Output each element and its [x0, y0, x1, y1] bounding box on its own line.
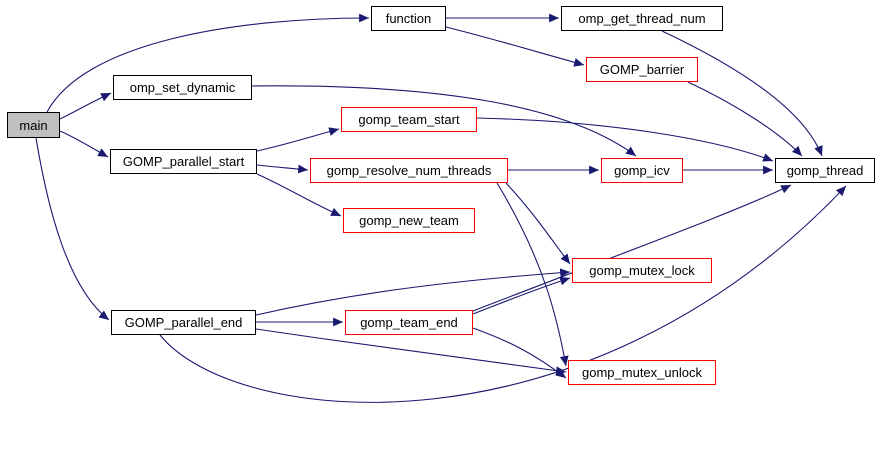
node-GOMP_parallel_start[interactable]: GOMP_parallel_start: [110, 149, 257, 174]
edge-GOMP_parallel_start--gomp_new_team: [256, 173, 342, 217]
node-omp_get_thread_num[interactable]: omp_get_thread_num: [561, 6, 723, 31]
edge-GOMP_parallel_end--gomp_mutex_lock: [255, 268, 571, 316]
edge-main--omp_set_dynamic: [59, 92, 112, 120]
node-gomp_team_end[interactable]: gomp_team_end: [345, 310, 473, 335]
node-gomp_mutex_unlock[interactable]: gomp_mutex_unlock: [568, 360, 716, 385]
node-main: main: [7, 112, 60, 138]
edge-GOMP_parallel_start--gomp_team_start: [256, 127, 340, 152]
node-gomp_thread[interactable]: gomp_thread: [775, 158, 875, 183]
edge-main--GOMP_parallel_start: [59, 130, 109, 158]
edge-gomp_team_start--gomp_thread: [476, 117, 774, 162]
node-GOMP_parallel_end[interactable]: GOMP_parallel_end: [111, 310, 256, 335]
node-omp_set_dynamic[interactable]: omp_set_dynamic: [113, 75, 252, 100]
node-gomp_mutex_lock[interactable]: gomp_mutex_lock: [572, 258, 712, 283]
edge-gomp_team_end--gomp_mutex_unlock: [472, 327, 567, 379]
edge-gomp_resolve_num_threads--gomp_mutex_lock: [505, 182, 571, 265]
node-function[interactable]: function: [371, 6, 446, 31]
node-gomp_resolve_num_threads[interactable]: gomp_resolve_num_threads: [310, 158, 508, 183]
edge-omp_set_dynamic--gomp_icv: [251, 85, 637, 157]
edge-omp_get_thread_num--gomp_thread: [661, 30, 823, 157]
edge-GOMP_barrier--gomp_thread: [687, 81, 803, 157]
node-gomp_icv[interactable]: gomp_icv: [601, 158, 683, 183]
node-gomp_new_team[interactable]: gomp_new_team: [343, 208, 475, 233]
node-gomp_team_start[interactable]: gomp_team_start: [341, 107, 477, 132]
edge-GOMP_parallel_start--gomp_resolve_num_threads: [256, 164, 309, 174]
edge-GOMP_parallel_end--gomp_thread: [159, 185, 847, 403]
edge-GOMP_parallel_end--gomp_mutex_unlock: [255, 328, 567, 376]
edge-gomp_resolve_num_threads--gomp_mutex_unlock: [496, 182, 569, 367]
edge-main--GOMP_parallel_end: [35, 137, 110, 321]
edge-gomp_team_end--gomp_thread: [472, 184, 792, 312]
edge-main--function: [46, 13, 370, 113]
edge-function--GOMP_barrier: [445, 26, 585, 67]
edge-gomp_team_end--gomp_mutex_lock: [472, 276, 571, 315]
node-GOMP_barrier[interactable]: GOMP_barrier: [586, 57, 698, 82]
